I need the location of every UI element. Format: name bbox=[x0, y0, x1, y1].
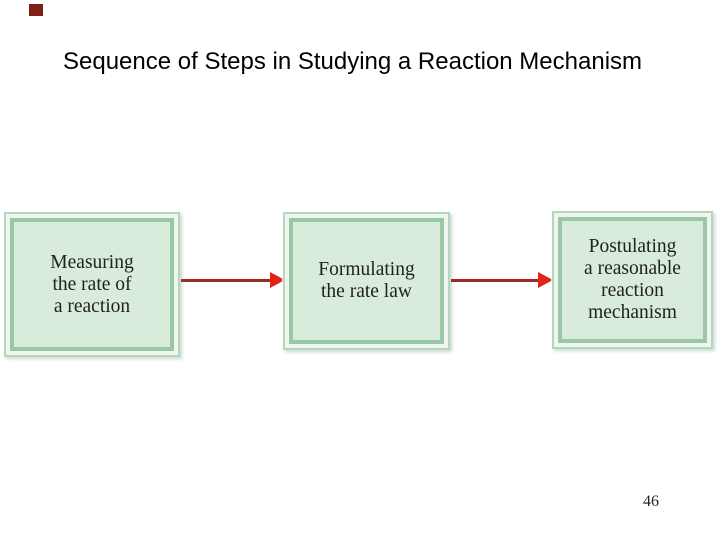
arrow-shaft bbox=[181, 279, 271, 282]
flow-arrow-step1-to-step2 bbox=[181, 272, 285, 288]
flow-step-inner-panel: Postulating a reasonable reaction mechan… bbox=[558, 217, 707, 343]
flow-step-postulating-mechanism-box: Postulating a reasonable reaction mechan… bbox=[552, 211, 713, 349]
flow-step-label: Measuring the rate of a reaction bbox=[50, 251, 134, 317]
flow-step-label: Formulating the rate law bbox=[318, 259, 415, 302]
flow-step-formulating-rate-law-box: Formulating the rate law bbox=[283, 212, 450, 350]
flow-arrow-step2-to-step3 bbox=[451, 272, 553, 288]
arrow-shaft bbox=[451, 279, 539, 282]
flow-step-measuring-rate-box: Measuring the rate of a reaction bbox=[4, 212, 180, 357]
flow-step-label: Postulating a reasonable reaction mechan… bbox=[584, 236, 681, 323]
corner-accent-mark bbox=[29, 4, 43, 16]
flow-step-inner-panel: Measuring the rate of a reaction bbox=[10, 218, 174, 351]
arrow-head-icon bbox=[538, 272, 553, 288]
arrow-head-icon bbox=[270, 272, 285, 288]
slide-title: Sequence of Steps in Studying a Reaction… bbox=[63, 48, 643, 75]
flow-step-inner-panel: Formulating the rate law bbox=[289, 218, 444, 344]
page-number: 46 bbox=[643, 493, 659, 510]
